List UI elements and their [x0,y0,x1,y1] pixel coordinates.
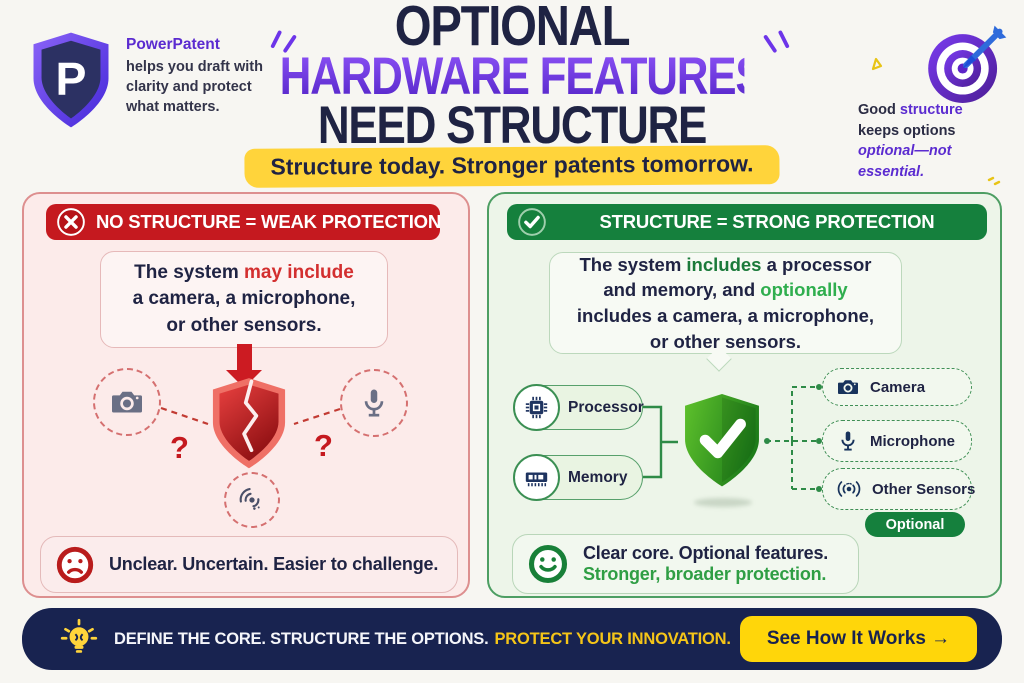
weak-claim-box: The system may include a camera, a micro… [100,251,388,348]
weak-verdict-box: Unclear. Uncertain. Easier to challenge. [40,536,458,593]
weak-claim-text: The system may include a camera, a micro… [132,261,356,336]
microphone-bubble [340,369,408,437]
weak-panel-header: NO STRUCTURE = WEAK PROTECTION [46,204,441,240]
down-arrow-icon [237,344,252,372]
x-circle-icon [56,207,86,237]
wireless-sensor-icon [231,479,273,521]
sensors-bubble [224,472,280,528]
strong-claim-accent-1: includes [686,253,762,275]
optional-item-other-sensors: Other Sensors [822,468,976,510]
microphone-icon [357,386,391,420]
strong-claim-text: The system includes a processor and memo… [576,253,875,352]
strong-connector-lines [643,384,822,492]
broken-shield-icon [208,376,290,472]
weak-verdict-text: Unclear. Uncertain. Easier to challenge. [109,554,439,574]
strong-verdict-text: Clear core. Optional features. Stronger,… [583,543,828,585]
wireless-sensor-icon [836,476,862,502]
smiley-face-icon [527,543,569,585]
brand-blurb: PowerPatent helps you draft with clarity… [126,36,264,117]
strong-claim-accent-2: optionally [760,279,848,301]
shield-shadow [694,498,752,507]
target-dart-icon [924,24,1008,108]
camera-bubble [93,368,161,436]
brand-tagline: helps you draft with clarity and protect… [126,59,263,115]
strong-panel-title: STRUCTURE = STRONG PROTECTION [599,211,935,232]
camera-icon [836,375,860,399]
strong-verdict-line-2: Stronger, broader protection. [583,564,827,584]
optional-item-label: Other Sensors [872,480,976,498]
powerpatent-logo-shield-icon: P [26,30,116,130]
title-tagline-highlight: Structure today. Stronger patents tomorr… [244,145,780,188]
weak-connector-lines [160,406,341,426]
side-note-line-1: Good structure [858,102,963,118]
core-item-processor: Processor [513,384,644,431]
side-note-line-4: essential. [858,163,925,180]
optional-badge: Optional [865,512,965,537]
strong-shield-icon [680,382,764,500]
processor-chip-icon [513,384,560,431]
strong-verdict-box: Clear core. Optional features. Stronger,… [512,534,859,594]
sparkle-slashes-left-icon [266,20,300,54]
check-circle-icon [517,207,547,237]
camera-icon [109,384,145,420]
brand-name: PowerPatent [126,36,220,53]
side-note-line-3: optional—not [858,143,952,160]
strong-verdict-line-1: Clear core. Optional features. [583,543,829,563]
weak-protection-panel: NO STRUCTURE = WEAK PROTECTION The syste… [22,192,470,598]
footer-message-accent: PROTECT YOUR INNOVATION. [494,629,731,648]
optional-item-camera: Camera [822,368,972,406]
svg-text:P: P [56,53,87,105]
see-how-it-works-button[interactable]: See How It Works → [740,616,977,662]
sparkle-diamond-icon [866,56,886,76]
optional-item-label: Camera [870,378,926,396]
core-item-label: Memory [568,468,628,486]
sparkle-dashes-icon [986,170,1004,188]
strong-claim-box: The system includes a processor and memo… [549,252,902,354]
weak-claim-accent: may include [244,261,354,283]
core-item-memory: Memory [513,454,643,501]
footer-message-main: DEFINE THE CORE. STRUCTURE THE OPTIONS. [114,629,489,648]
sad-face-icon [55,545,95,585]
core-item-label: Processor [568,398,644,416]
main-title: OPTIONAL HARDWARE FEATURES NEED STRUCTUR… [232,0,792,155]
strong-panel-header: STRUCTURE = STRONG PROTECTION [507,204,987,240]
optional-item-microphone: Microphone [822,420,972,462]
side-note-line-2: keeps options [858,122,956,139]
title-line-1: OPTIONAL [394,0,631,58]
lightbulb-icon [58,618,100,660]
optional-item-label: Microphone [870,432,955,450]
memory-ram-icon [513,454,560,501]
strong-protection-panel: STRUCTURE = STRONG PROTECTION The system… [487,192,1002,598]
sparkle-slashes-right-icon [760,20,794,54]
title-line-2: HARDWARE FEATURES [279,47,765,106]
weak-panel-title: NO STRUCTURE = WEAK PROTECTION [96,211,441,232]
question-mark-right: ? [314,428,333,463]
footer-message: DEFINE THE CORE. STRUCTURE THE OPTIONS. … [114,608,731,670]
side-note: Good structure keeps options optional—no… [858,100,980,182]
title-line-3: NEED STRUCTURE [317,96,708,155]
question-mark-left: ? [170,430,189,465]
microphone-icon [836,429,860,453]
footer-bar: DEFINE THE CORE. STRUCTURE THE OPTIONS. … [22,608,1002,670]
